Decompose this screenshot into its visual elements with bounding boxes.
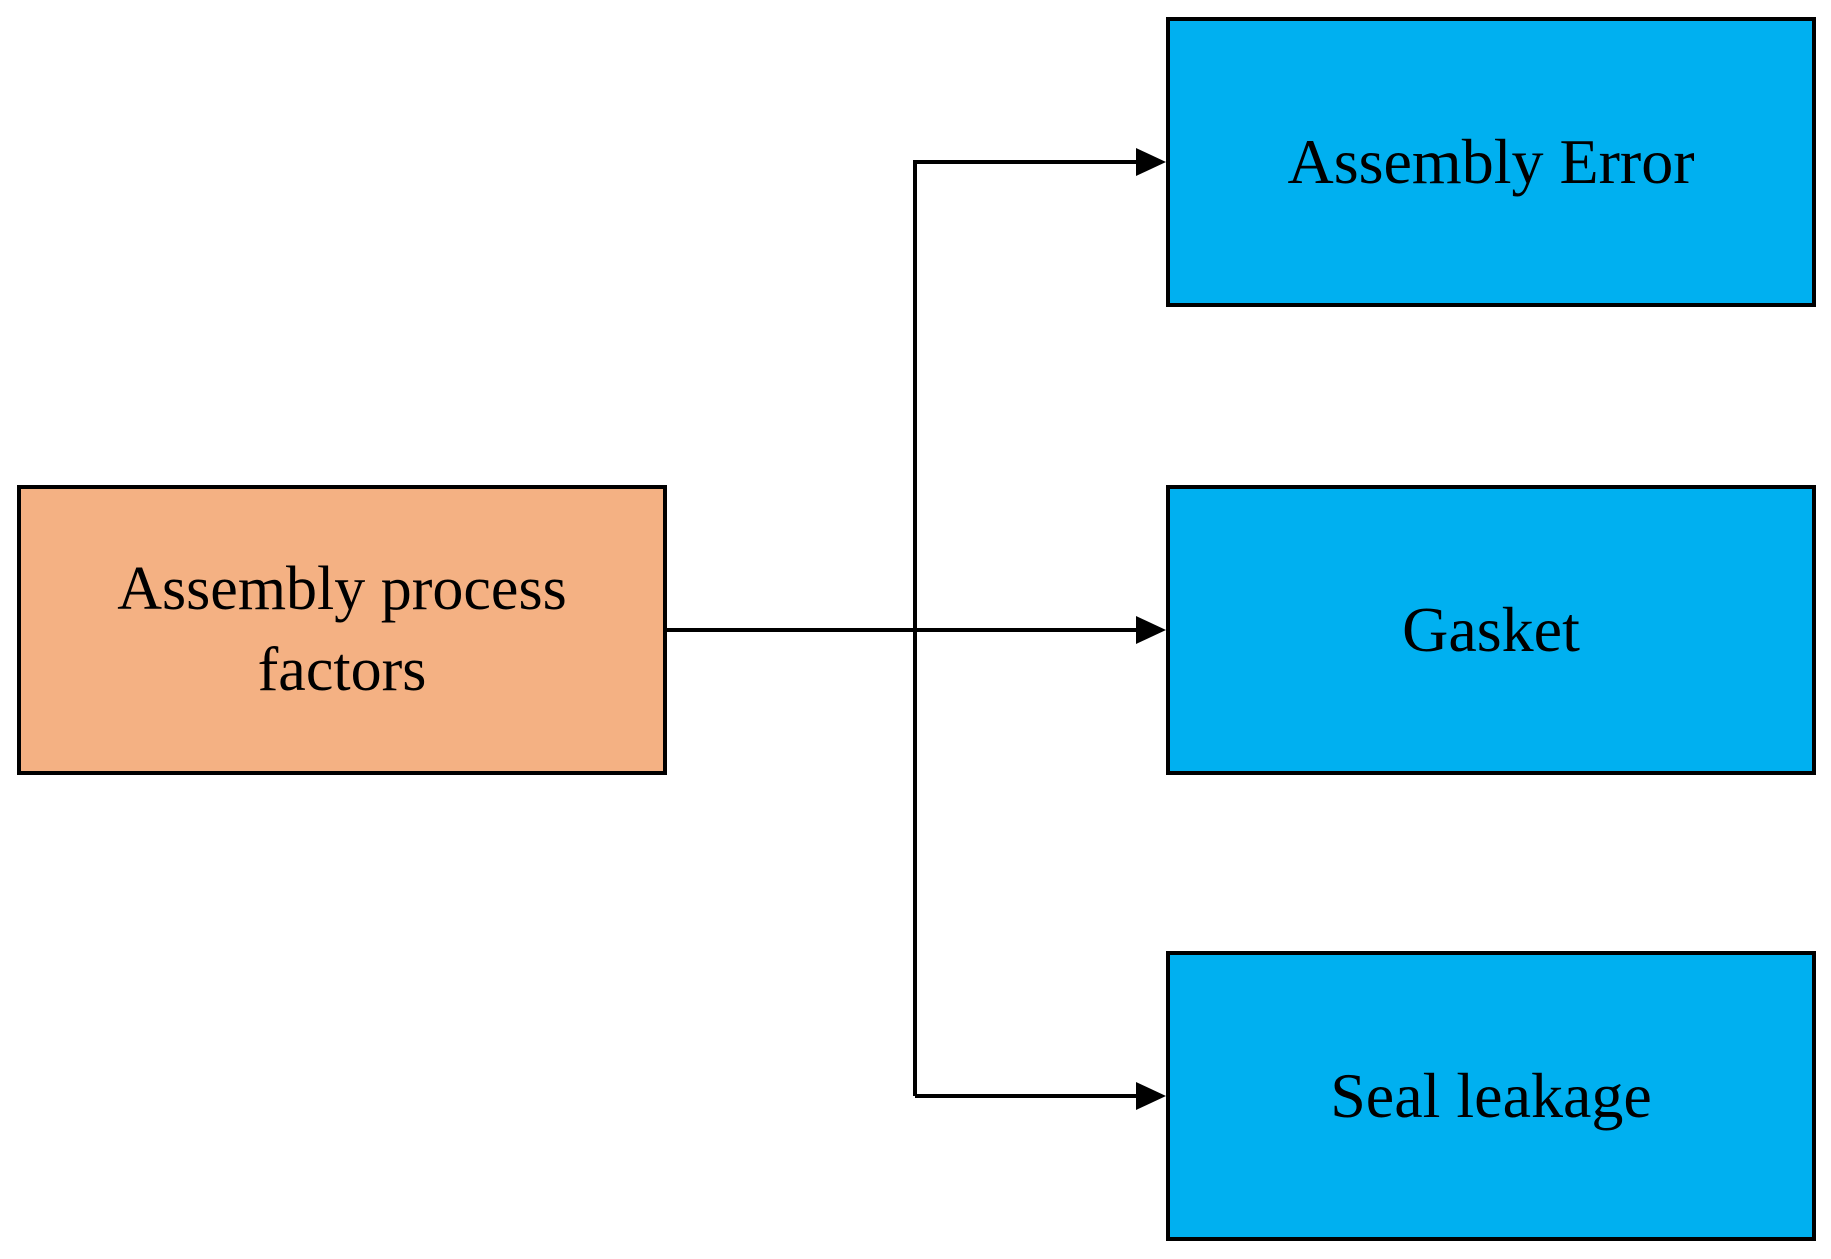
arrowhead-seal-leakage <box>1136 1082 1166 1110</box>
node-label: Seal leakage <box>1330 1060 1652 1132</box>
node-label: Assembly Error <box>1287 126 1695 198</box>
arrowhead-gasket <box>1136 616 1166 644</box>
node-label: Gasket <box>1402 594 1580 666</box>
node-seal-leakage: Seal leakage <box>1166 951 1816 1241</box>
node-gasket: Gasket <box>1166 485 1816 775</box>
node-assembly-process-factors: Assembly process factors <box>17 485 667 775</box>
arrowhead-assembly-error <box>1136 148 1166 176</box>
node-label: Assembly process factors <box>117 555 567 704</box>
node-assembly-error: Assembly Error <box>1166 17 1816 307</box>
